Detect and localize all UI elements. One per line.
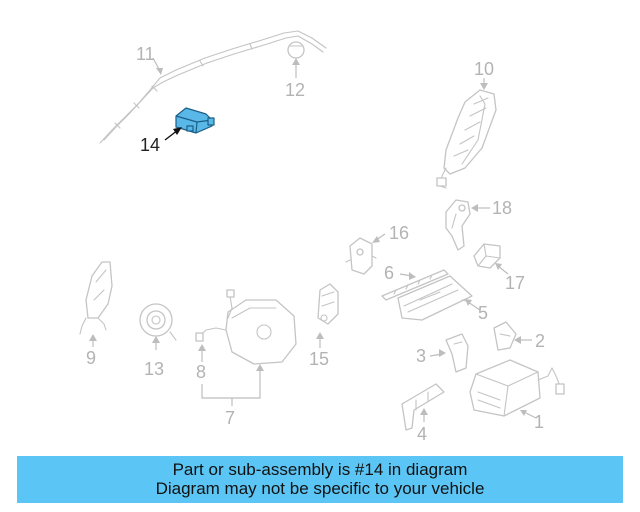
callout-17: 17 [505, 273, 525, 293]
part-5-control-unit[interactable] [397, 275, 473, 321]
part-13-clockspring[interactable] [139, 303, 177, 341]
part-17-sensor[interactable] [473, 243, 501, 269]
part-7-driver-airbag[interactable] [225, 299, 297, 365]
part-11-curtain-airbag[interactable] [99, 30, 327, 144]
callout-11: 11 [136, 44, 155, 64]
banner-line-1: Part or sub-assembly is #14 in diagram [172, 460, 468, 479]
callout-8: 8 [196, 362, 206, 382]
parts-diagram: 11 12 14 10 18 16 [79, 30, 565, 444]
part-2-bracket[interactable] [493, 321, 517, 351]
callout-6: 6 [384, 263, 394, 283]
part-6-harness[interactable] [381, 269, 449, 301]
part-18-bracket[interactable] [445, 199, 471, 251]
part-4-bracket[interactable] [401, 383, 445, 431]
part-8-harness[interactable] [195, 289, 235, 342]
callout-3: 3 [416, 346, 426, 366]
callout-4: 4 [417, 424, 427, 444]
callout-15: 15 [309, 349, 329, 369]
part-15-sensor[interactable] [317, 283, 339, 325]
callout-10: 10 [474, 59, 494, 79]
callout-14: 14 [140, 135, 160, 155]
callout-9: 9 [86, 348, 96, 368]
callout-2: 2 [535, 331, 545, 351]
part-1-module[interactable] [469, 359, 565, 417]
part-16-sensor[interactable] [345, 237, 377, 275]
callout-7: 7 [225, 408, 235, 428]
callout-12: 12 [285, 80, 305, 100]
callout-13: 13 [144, 359, 164, 379]
banner-line-2: Diagram may not be specific to your vehi… [155, 479, 485, 498]
callout-18: 18 [492, 198, 512, 218]
part-12-clip[interactable] [287, 41, 305, 59]
part-10-passenger-airbag[interactable] [436, 89, 497, 189]
part-14-sensor-highlighted[interactable] [175, 107, 215, 134]
callout-5: 5 [478, 303, 488, 323]
part-9-side-airbag[interactable] [79, 261, 113, 335]
callout-1: 1 [534, 412, 544, 432]
part-3-bracket[interactable] [445, 333, 469, 373]
callout-16: 16 [389, 223, 409, 243]
info-banner: Part or sub-assembly is #14 in diagram D… [17, 456, 623, 503]
